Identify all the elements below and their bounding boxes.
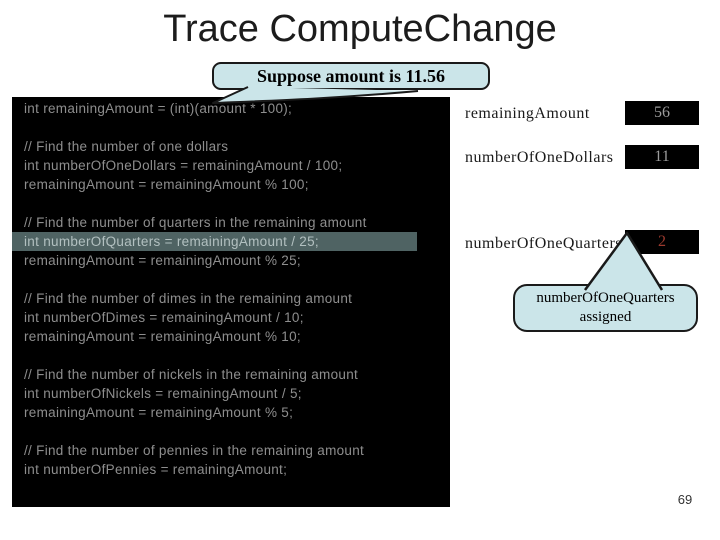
code-blank-line xyxy=(12,118,450,137)
value-box-number-of-one-quarters: 2 xyxy=(625,230,699,254)
code-line: remainingAmount = remainingAmount % 25; xyxy=(24,253,301,268)
code-line: int numberOfQuarters = remainingAmount /… xyxy=(12,232,417,251)
code-line: remainingAmount = remainingAmount % 100; xyxy=(24,177,309,192)
trace-label-number-of-one-quarters: numberOfOneQuarters xyxy=(465,235,622,252)
code-line: // Find the number of quarters in the re… xyxy=(24,215,367,230)
code-line: int numberOfDimes = remainingAmount / 10… xyxy=(24,310,304,325)
code-line: remainingAmount = remainingAmount % 10; xyxy=(24,329,301,344)
assigned-callout: numberOfOneQuarters assigned xyxy=(513,284,698,332)
trace-label-remaining-amount: remainingAmount xyxy=(465,105,590,122)
value-box-number-of-one-dollars: 11 xyxy=(625,145,699,169)
code-blank-line xyxy=(12,346,450,365)
code-panel: int remainingAmount = (int)(amount * 100… xyxy=(12,97,450,507)
page-number: 69 xyxy=(677,492,693,507)
code-line: // Find the number of pennies in the rem… xyxy=(24,443,365,458)
slide-title: Trace ComputeChange xyxy=(163,8,557,50)
code-line: int remainingAmount = (int)(amount * 100… xyxy=(24,101,293,116)
assigned-callout-line2: assigned xyxy=(579,309,632,325)
code-line: int numberOfNickels = remainingAmount / … xyxy=(24,386,302,401)
code-blank-line xyxy=(12,270,450,289)
amount-callout: Suppose amount is 11.56 xyxy=(212,62,490,90)
code-blank-line xyxy=(12,194,450,213)
code-lines: int remainingAmount = (int)(amount * 100… xyxy=(12,99,450,479)
code-line: int numberOfOneDollars = remainingAmount… xyxy=(24,158,343,173)
code-line: // Find the number of dimes in the remai… xyxy=(24,291,353,306)
value-box-remaining-amount: 56 xyxy=(625,101,699,125)
code-line: // Find the number of one dollars xyxy=(24,139,229,154)
amount-callout-text: Suppose amount is 11.56 xyxy=(256,65,446,86)
code-line: int numberOfPennies = remainingAmount; xyxy=(24,462,288,477)
code-blank-line xyxy=(12,422,450,441)
assigned-callout-line1: numberOfOneQuarters xyxy=(536,290,675,306)
code-line: // Find the number of nickels in the rem… xyxy=(24,367,359,382)
trace-label-number-of-one-dollars: numberOfOneDollars xyxy=(465,149,614,166)
code-line: remainingAmount = remainingAmount % 5; xyxy=(24,405,294,420)
